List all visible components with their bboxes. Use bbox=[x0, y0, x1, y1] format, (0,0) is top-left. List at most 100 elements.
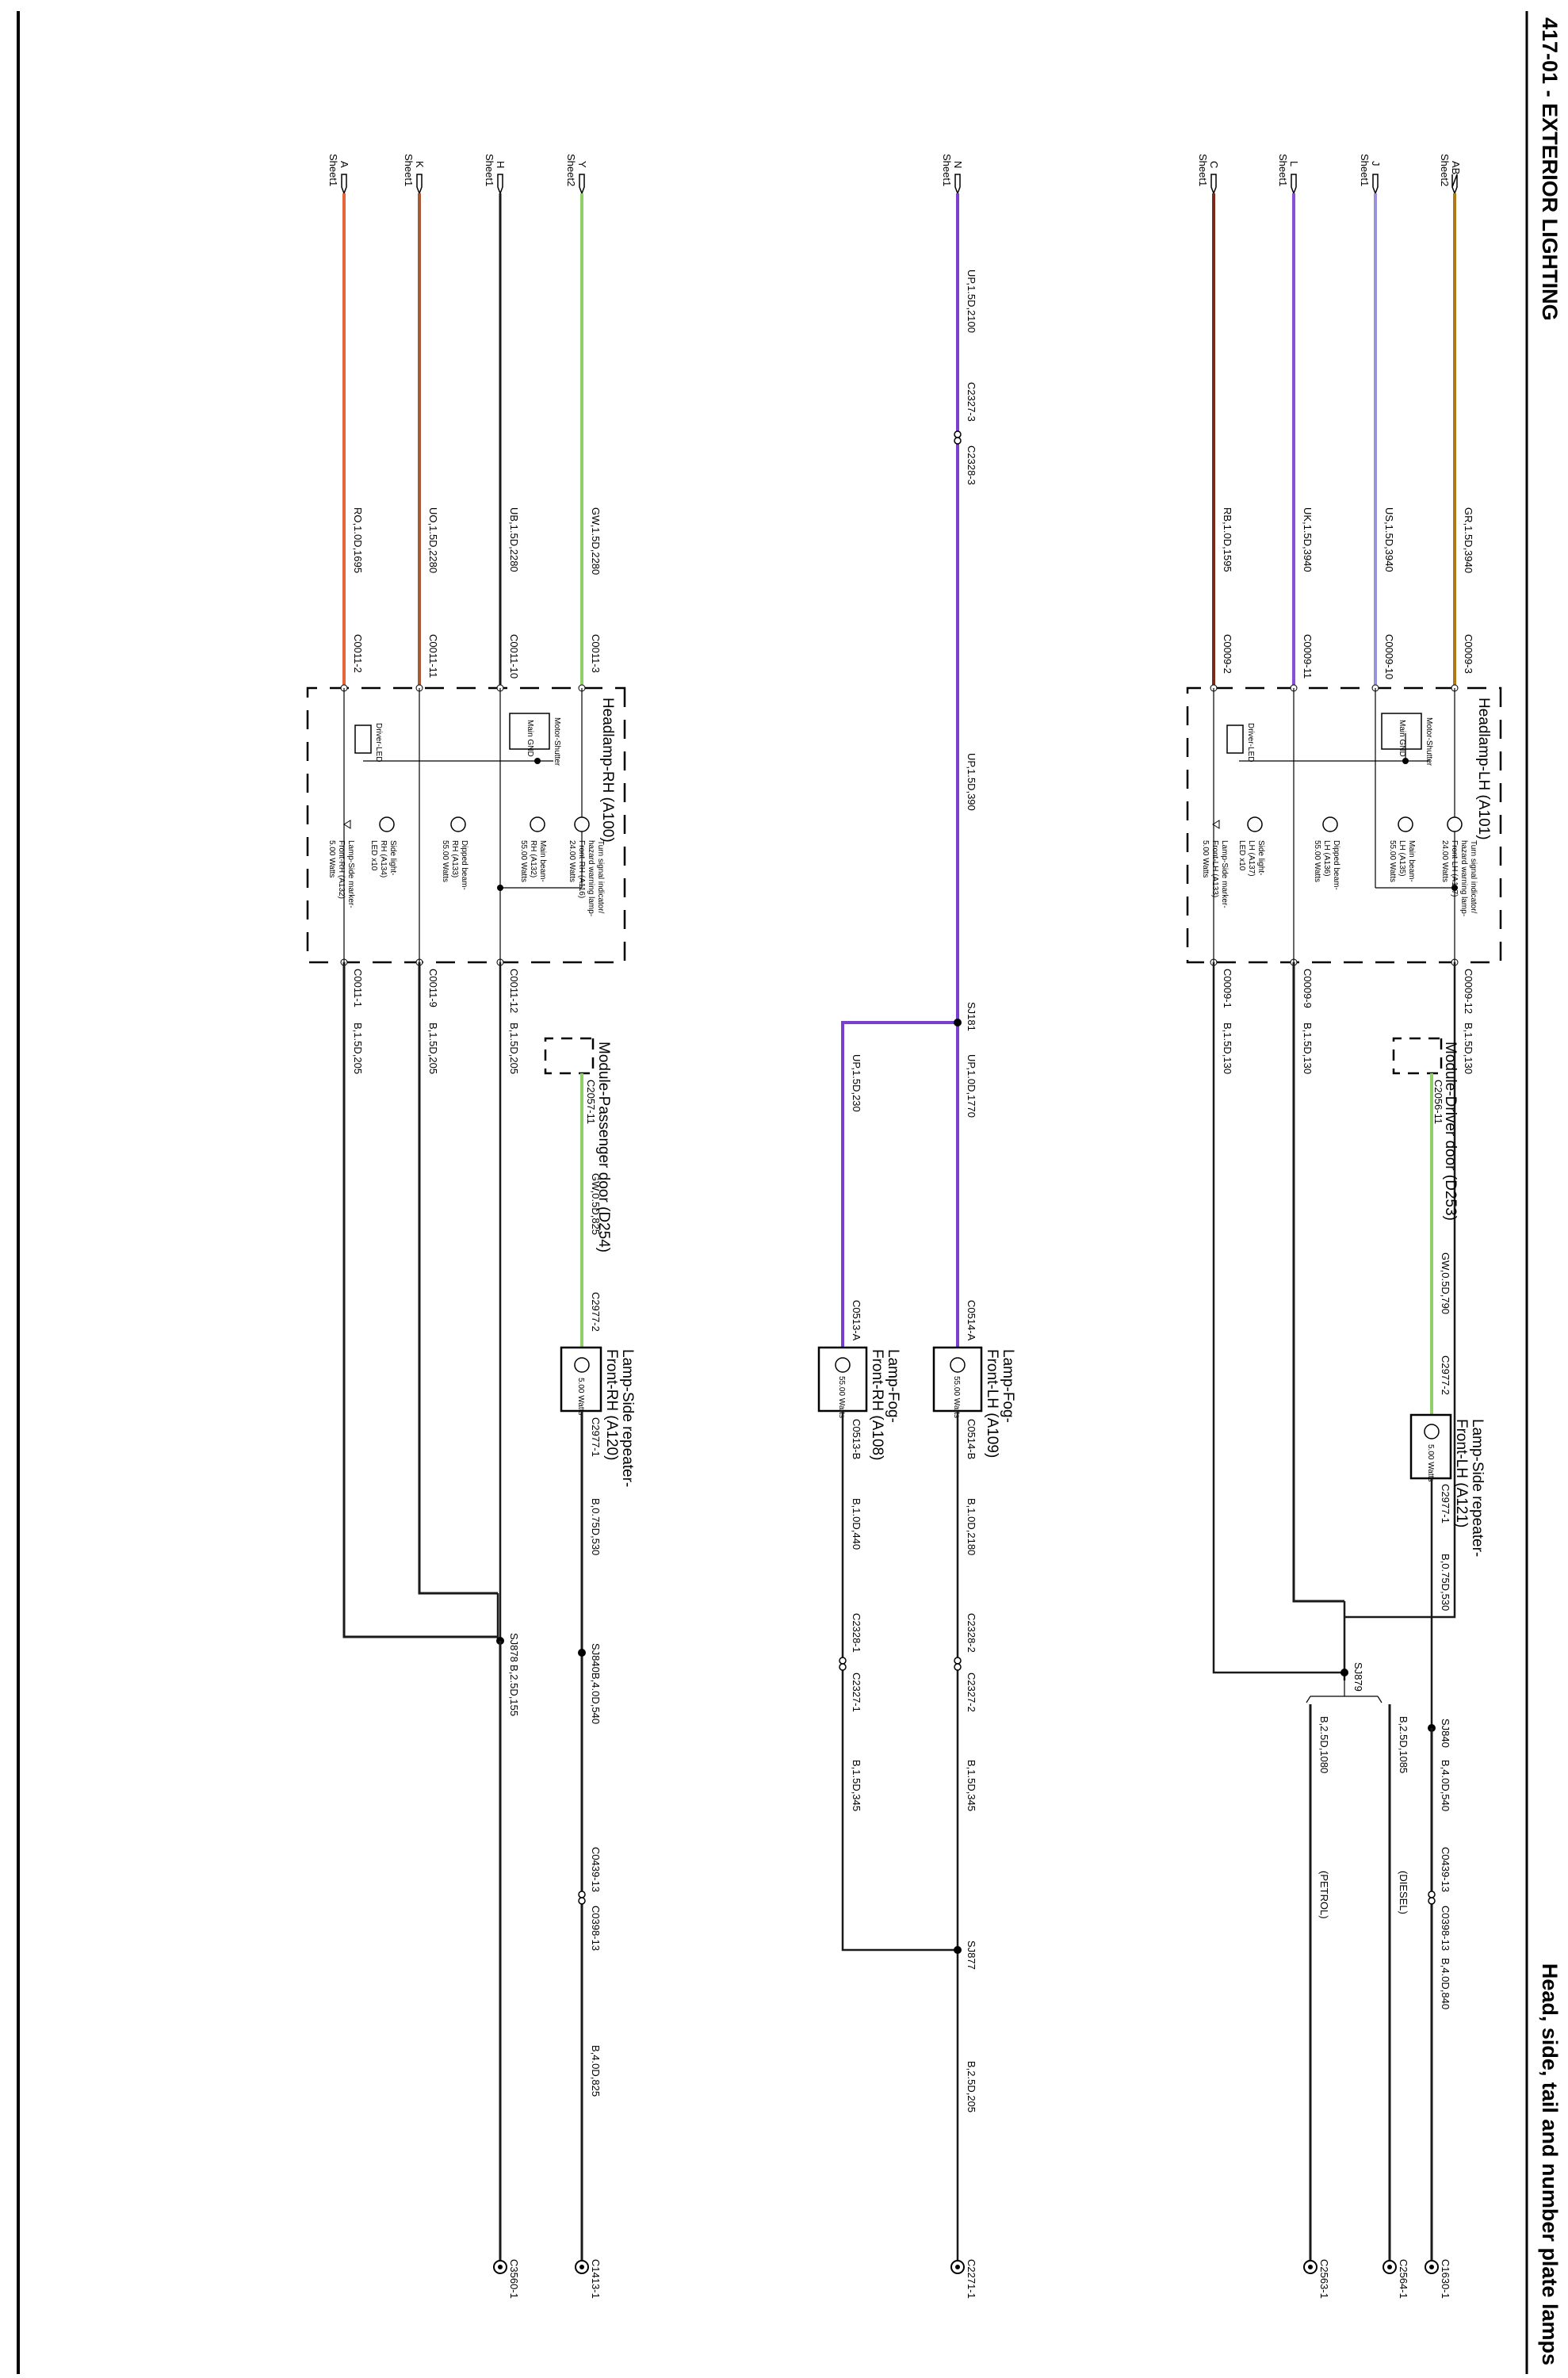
label-b-530-b: B,0.75D,530 bbox=[590, 1498, 602, 1555]
label-c2564-1: C2564-1 bbox=[1398, 2259, 1409, 2299]
label-us-3940: US,1.5D,3940 bbox=[1383, 507, 1395, 572]
inline-connector-c2327-1[interactable] bbox=[839, 1663, 847, 1671]
bulb-icon bbox=[835, 1357, 851, 1373]
wire-b-440[interactable] bbox=[841, 1411, 958, 1952]
label-b-345-a: B,1.5D,345 bbox=[966, 1760, 977, 1811]
main-rh-label-2: RH (A132) bbox=[529, 840, 537, 877]
label-b-205-b: B,1.5D,205 bbox=[427, 1023, 439, 1074]
inline-connector-c2327-2[interactable] bbox=[954, 1663, 962, 1671]
connector-l[interactable]: L Sheet1 bbox=[1277, 154, 1300, 196]
bulb-icon bbox=[574, 816, 590, 832]
label-gw-825: GW,0.5D,825 bbox=[590, 1173, 602, 1235]
label-gw-2280: GW,1.5D,2280 bbox=[590, 507, 602, 575]
label-b-840: B,4.0D,840 bbox=[1440, 1958, 1451, 2009]
label-c0011-1: C0011-1 bbox=[352, 969, 364, 1007]
lamp-fog-rh[interactable]: 55.00 Watts Lamp-Fog- Front-RH (A108) bbox=[817, 1346, 901, 1460]
label-c1413-1: C1413-1 bbox=[590, 2259, 602, 2299]
inline-connector-c0398-b[interactable] bbox=[578, 1897, 586, 1905]
inline-connector-c2327-c2328[interactable]: C2327-3 C2328-3 bbox=[954, 382, 977, 485]
label-b-825: B,4.0D,825 bbox=[590, 2045, 602, 2097]
connector-j[interactable]: J Sheet1 bbox=[1359, 154, 1382, 196]
side-rh-label-2: RH (A134) bbox=[379, 840, 388, 877]
connector-ab[interactable]: AB Sheet2 bbox=[1439, 154, 1462, 196]
inline-connector-c0439-b[interactable] bbox=[578, 1891, 586, 1898]
lamp-side-repeater-lh[interactable]: 5.00 Watts Lamp-Side repeater- Front-LH … bbox=[1409, 1413, 1486, 1557]
fog-lh-label-2: Front-LH (A109) bbox=[984, 1349, 1000, 1458]
connector-a-sheet: Sheet1 bbox=[327, 154, 339, 186]
label-up-230: UP,1.5D,230 bbox=[851, 1054, 862, 1112]
main-lh-label-1: Main beam- bbox=[1407, 840, 1416, 882]
led-icon bbox=[343, 820, 351, 829]
label-b-205-a: B,1.5D,205 bbox=[508, 1023, 520, 1074]
label-c0011-11: C0011-11 bbox=[427, 634, 439, 678]
side-lh-label-1: Side light- bbox=[1256, 840, 1265, 875]
label-ro-1695: RO,1.0D,1695 bbox=[352, 507, 364, 573]
inline-connector-c0439[interactable] bbox=[1428, 1891, 1436, 1898]
connector-l-letter: L bbox=[1288, 161, 1300, 166]
bulb-icon bbox=[379, 816, 395, 832]
fog-rh-label-2: Front-RH (A108) bbox=[869, 1349, 885, 1460]
label-b-1085: B,2.5D,1085 bbox=[1398, 1716, 1409, 1773]
connector-k[interactable]: K Sheet1 bbox=[403, 154, 426, 196]
headlamp-rh[interactable]: Headlamp-RH (A100) Motor-Shutter Main GN… bbox=[306, 684, 626, 966]
connector-h[interactable]: H Sheet1 bbox=[484, 154, 507, 196]
wire-b-130-c[interactable] bbox=[1212, 962, 1344, 1674]
side-lh-label-2: LH (A137) bbox=[1247, 840, 1256, 877]
connector-n-sheet: Sheet1 bbox=[941, 154, 953, 186]
label-c2327-3: C2327-3 bbox=[966, 382, 977, 422]
wire-b-130-a-cont[interactable] bbox=[1344, 1348, 1456, 1619]
wire-up-230[interactable] bbox=[841, 1021, 958, 1348]
driver-door-label: Module-Driver door (D253) bbox=[1442, 1042, 1459, 1221]
led-icon bbox=[1212, 820, 1220, 829]
driver-led-lh-label: Driver-LED bbox=[1246, 723, 1255, 762]
connector-n[interactable]: N Sheet1 bbox=[941, 154, 964, 196]
connector-a[interactable]: A Sheet1 bbox=[327, 154, 350, 196]
headlamp-rh-label: Headlamp-RH (A100) bbox=[599, 698, 616, 843]
lamp-side-repeater-rh[interactable]: 5.00 Watts Lamp-Side repeater- Front-RH … bbox=[560, 1346, 636, 1487]
label-c0513-a: C0513-A bbox=[851, 1300, 862, 1341]
fog-lh-watts: 55.00 Watts bbox=[952, 1376, 961, 1418]
marker-lh-label-2: Front-LH (A133) bbox=[1210, 840, 1219, 897]
label-c0011-3: C0011-3 bbox=[590, 634, 602, 673]
label-c2977-2a: C2977-2 bbox=[1440, 1355, 1451, 1395]
bulb-icon bbox=[950, 1357, 966, 1373]
connector-c[interactable]: C Sheet1 bbox=[1197, 154, 1220, 196]
connector-c-sheet: Sheet1 bbox=[1197, 154, 1209, 186]
main-gnd-rh-label: Main GND bbox=[526, 720, 534, 757]
side-rh-label-1: Side light- bbox=[388, 840, 397, 875]
motor-shutter-lh-label: Motor-Shutter bbox=[1425, 717, 1433, 767]
label-gr-3940: GR,1.5D,3940 bbox=[1463, 507, 1474, 573]
module-driver-door[interactable]: Module-Driver door (D253) C2056-11 bbox=[1392, 1037, 1459, 1221]
wire-b-130-b[interactable] bbox=[1292, 962, 1344, 1603]
connector-j-letter: J bbox=[1370, 161, 1382, 166]
turn-rh-watts: 24.00 Watts bbox=[568, 840, 576, 882]
label-b-130-b: B,1.5D,130 bbox=[1302, 1023, 1314, 1074]
connector-h-sheet: Sheet1 bbox=[484, 154, 495, 186]
label-c3560-1: C3560-1 bbox=[508, 2259, 520, 2299]
marker-lh-watts: 5.00 Watts bbox=[1201, 840, 1210, 877]
connector-y-sheet: Sheet2 bbox=[565, 154, 577, 186]
label-c2977-1a: C2977-1 bbox=[1440, 1484, 1451, 1524]
headlamp-lh[interactable]: Headlamp-LH (A101) Motor-Shutter Main GN… bbox=[1186, 684, 1502, 966]
wire-b-205-b[interactable] bbox=[418, 962, 498, 1595]
lamp-fog-lh[interactable]: 55.00 Watts Lamp-Fog- Front-LH (A109) bbox=[932, 1346, 1016, 1458]
turn-lh-label-2: hazard warning lamp- bbox=[1459, 840, 1468, 916]
label-b-345-b: B,1.5D,345 bbox=[851, 1760, 862, 1811]
label-c0009-1: C0009-1 bbox=[1222, 969, 1233, 1008]
label-c2563-1: C2563-1 bbox=[1318, 2259, 1330, 2299]
splice-sj877 bbox=[954, 1946, 962, 1954]
label-c2328-2: C2328-2 bbox=[966, 1613, 977, 1653]
repeater-lh-label-2: Front-LH (A121) bbox=[1453, 1419, 1470, 1527]
turn-rh-label-2: hazard warning lamp- bbox=[587, 840, 595, 916]
label-c0009-11: C0009-11 bbox=[1302, 634, 1314, 679]
inline-connector-c0398[interactable] bbox=[1428, 1897, 1436, 1905]
motor-shutter-rh bbox=[509, 713, 550, 750]
inline-connector-c2328-1[interactable] bbox=[839, 1657, 847, 1665]
label-c0011-12: C0011-12 bbox=[508, 969, 520, 1013]
connector-y[interactable]: Y Sheet2 bbox=[565, 154, 588, 196]
module-passenger-door[interactable]: Module-Passenger door (D254) C2057-11 bbox=[544, 1037, 612, 1252]
inline-connector-c2328-2[interactable] bbox=[954, 1657, 962, 1665]
wire-b-205-c[interactable] bbox=[342, 962, 498, 1638]
